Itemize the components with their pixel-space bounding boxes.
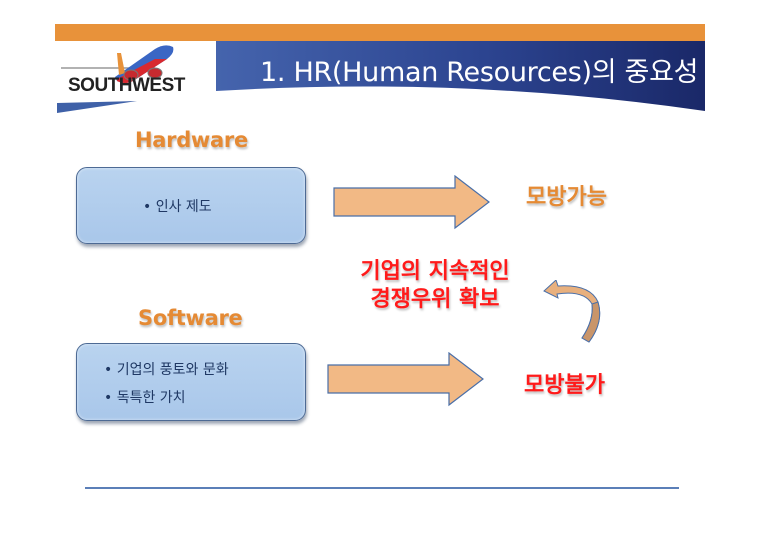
page-title: 1. HR(Human Resources)의 중요성 — [260, 57, 699, 88]
footer-divider — [85, 487, 679, 489]
software-bullet-1: • 기업의 풍토와 문화 — [104, 362, 229, 378]
logo-text: SOUTHWEST — [68, 75, 185, 96]
center-statement-line1: 기업의 지속적인 — [360, 259, 510, 284]
header-orange-bar — [55, 24, 705, 41]
airplane-icon — [57, 45, 174, 113]
software-result: 모방불가 — [524, 373, 605, 398]
center-statement: 기업의 지속적인 경쟁우위 확보 — [330, 258, 540, 314]
right-arrow-icon — [333, 175, 490, 230]
hardware-bullet: • 인사 제도 — [143, 199, 212, 215]
curved-arrow-icon — [543, 280, 601, 343]
southwest-logo — [55, 41, 215, 113]
hardware-label: Hardware — [135, 128, 248, 152]
software-box: • 기업의 풍토와 문화 • 독특한 가치 — [76, 343, 306, 421]
header-title-band — [216, 41, 705, 111]
hardware-result: 모방가능 — [526, 185, 607, 210]
software-bullet-2: • 독특한 가치 — [104, 390, 186, 406]
hardware-box: • 인사 제도 — [76, 167, 306, 244]
center-statement-line2: 경쟁우위 확보 — [370, 287, 500, 312]
right-arrow-icon — [327, 352, 484, 407]
software-label: Software — [138, 306, 243, 330]
